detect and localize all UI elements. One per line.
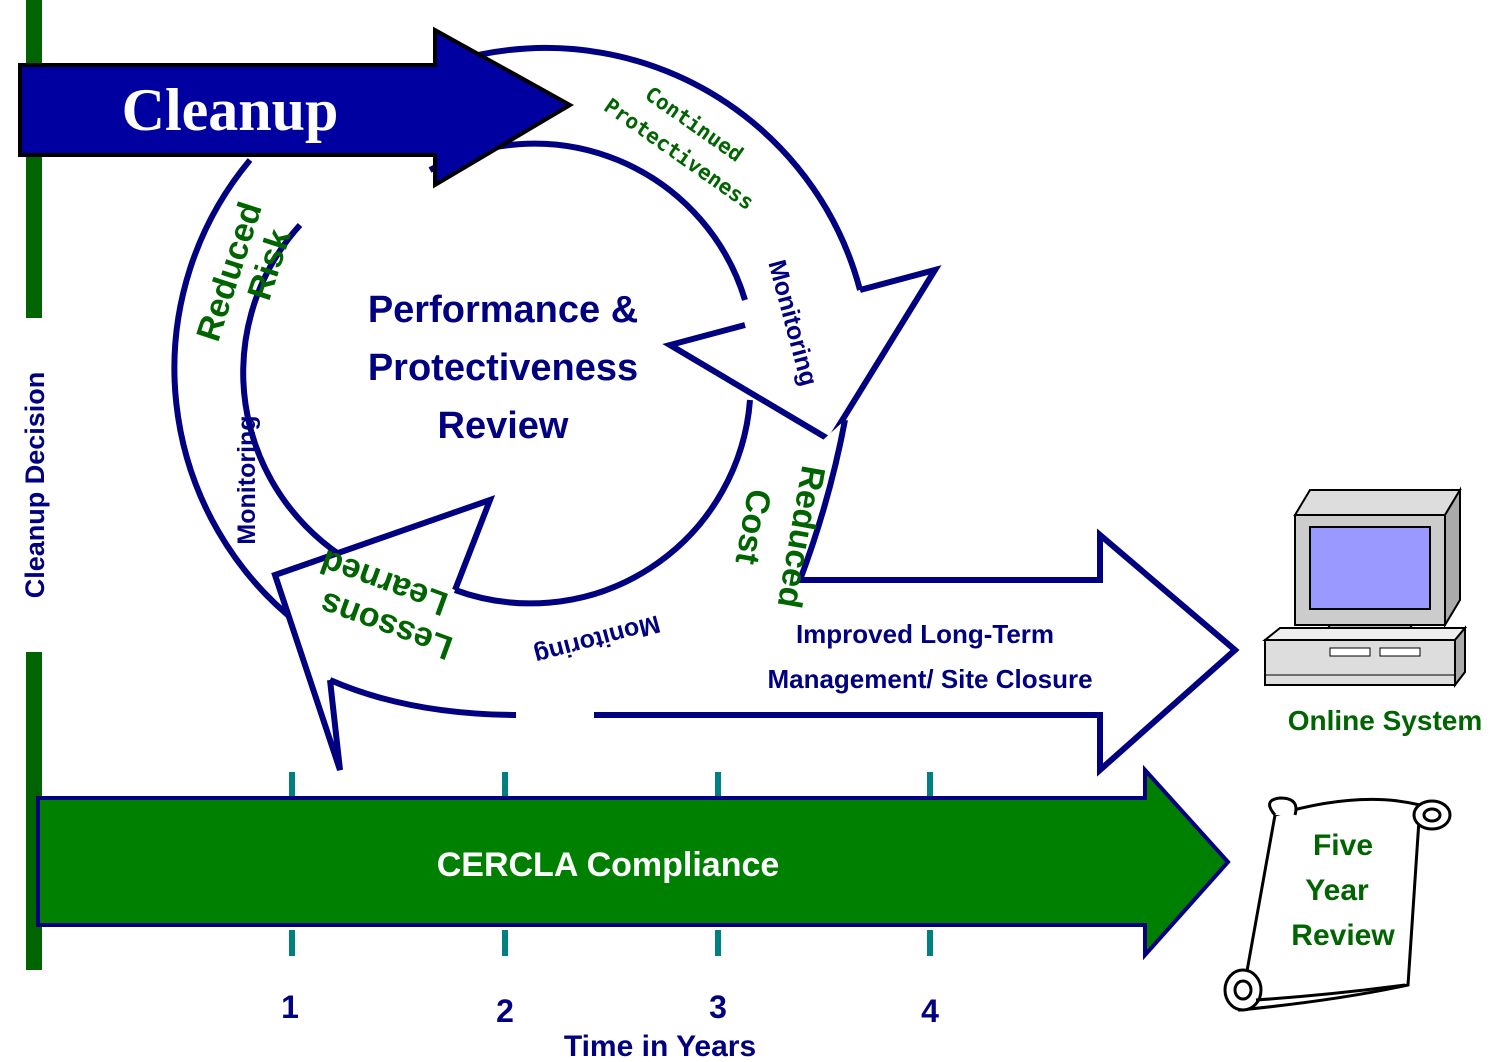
center-title-3: Review (438, 405, 569, 447)
improved-label-2: Management/ Site Closure (767, 664, 1092, 694)
year-label-1: 1 (281, 989, 299, 1025)
cycle-outer-ring-left (171, 158, 302, 628)
cycle-inner-ring-bottom (453, 399, 753, 607)
year-label-2: 2 (496, 993, 514, 1029)
online-system-label: Online System (1288, 705, 1483, 736)
cycle-ring-bottom-outer (328, 677, 521, 718)
improved-management-arrow (520, 419, 1240, 777)
time-in-years-label: Time in Years (564, 1030, 756, 1062)
arrow-gap-mask (516, 705, 594, 725)
cleanup-label: Cleanup (122, 77, 339, 143)
cycle-arrowhead-left (271, 495, 496, 771)
center-title-2: Protectiveness (368, 347, 638, 389)
cleanup-arrow (18, 26, 575, 189)
computer-icon (1262, 486, 1468, 688)
year-label-3: 3 (709, 989, 727, 1025)
cycle-inner-ring-left (240, 222, 392, 583)
five-label: Five (1313, 829, 1373, 862)
year-label: Year (1305, 874, 1369, 907)
scroll-icon (1223, 796, 1452, 1012)
cercla-arrow (36, 764, 1231, 961)
review-label: Review (1291, 919, 1395, 952)
year-label-4: 4 (921, 993, 939, 1029)
center-title-1: Performance & (368, 289, 638, 331)
year-ticks (289, 772, 933, 956)
monitoring-label-left: Monitoring (233, 415, 261, 544)
cleanup-decision-bar-top (26, 0, 42, 318)
improved-label-1: Improved Long-Term (796, 619, 1054, 649)
cercla-label: CERCLA Compliance (437, 846, 780, 884)
cleanup-decision-label: Cleanup Decision (20, 372, 50, 599)
